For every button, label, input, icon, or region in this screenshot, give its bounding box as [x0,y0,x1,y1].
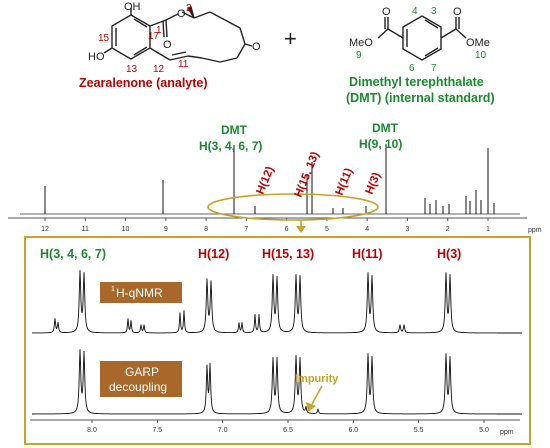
top-axis-tick-label: 4 [365,226,369,233]
label-dmt-aromatic-title: DMT [221,123,248,137]
dmt-num-3: 3 [431,6,437,17]
top-axis-tick-label: 12 [41,226,49,233]
top-axis-tick-label: 5 [325,226,329,233]
zoom-panel-frame [24,236,531,445]
zoom-region-highlight [207,193,379,221]
num-13: 13 [126,64,138,75]
dmt-num-10: 10 [475,50,487,61]
zoom-axis-tick-label: 5.0 [479,427,489,434]
impurity-arrow-icon [306,402,316,412]
num-12: 12 [153,64,165,75]
label-h11-rot: H(11) [334,166,356,197]
dmt-num-7: 7 [431,63,437,74]
num-15: 15 [98,33,110,44]
label-h3-rot: H(3) [364,171,384,196]
zoom-axis-ticks: 8.0 7.5 7.0 6.5 6.0 5.5 5.0 [87,420,489,434]
zoom-axis-unit: ppm [500,429,514,436]
dmt-numbers: 4 3 6 7 9 10 [356,6,487,74]
dmt-structure [377,15,467,61]
top-axis-tick-label: 2 [446,226,450,233]
num-17: 17 [148,31,160,42]
top-axis-tick-label: 9 [164,226,168,233]
zearalenone-atoms: OH HO O O O [88,1,261,63]
label-h12-rot: H(12) [255,165,277,196]
zoom-label-dmt: H(3, 4, 6, 7) [40,247,106,261]
atom-o-ketone: O [252,41,261,53]
spectrum-qnmr [32,270,522,334]
top-axis-tick-label: 3 [406,226,410,233]
top-axis-unit: ppm [528,227,542,234]
spectrum-garp [32,349,522,415]
dmt-name-line1: Dimethyl terephthalate [349,75,484,89]
atom-o-ring: O [177,8,186,20]
dmt-atoms: O O MeO OMe [349,6,490,49]
dmt-num-9: 9 [356,50,362,61]
zoom-label-h11: H(11) [352,247,383,261]
top-axis-tick-label: 6 [285,226,289,233]
zoom-axis-tick-label: 5.5 [414,427,424,434]
plus-sign: + [284,26,297,51]
qnmr-method-box [100,282,182,303]
top-spectrum: 12 11 10 9 8 7 6 5 4 3 2 1 ppm [8,121,542,234]
num-1: 1 [156,25,162,36]
garp-line1: GARP [125,365,159,379]
zoom-label-h15-13: H(15, 13) [262,247,314,261]
num-2: 2 [186,3,192,14]
label-dmt-methyl-sub: H(9, 10) [359,137,402,151]
top-axis-tick-label: 8 [204,226,208,233]
atom-oh: OH [124,1,141,13]
zoom-axis-tick-label: 7.5 [152,427,162,434]
dmt-meo: MeO [349,37,373,49]
atom-o-carbonyl: O [163,39,172,51]
zoom-axis-tick-label: 7.0 [218,427,228,434]
qnmr-superscript: 1 [111,286,115,293]
top-axis-ticks: 12 11 10 9 8 7 6 5 4 3 2 1 [41,218,490,233]
dmt-name-line2: (DMT) (internal standard) [346,91,495,105]
dmt-o-left: O [382,6,391,18]
zoom-arrow-icon [296,226,306,233]
top-axis-tick-label: 7 [244,226,248,233]
zearalenone-name: Zearalenone (analyte) [79,76,208,90]
label-dmt-methyl-title: DMT [372,121,399,135]
qnmr-label: H-qNMR [116,286,163,300]
dmt-num-4: 4 [412,6,418,17]
dmt-num-6: 6 [409,63,415,74]
impurity-label: Impurity [295,373,339,385]
zoom-label-h3: H(3) [437,247,461,261]
garp-method-box [100,361,182,397]
zearalenone-structure [103,6,253,63]
label-dmt-aromatic-sub: H(3, 4, 6, 7) [199,139,262,153]
num-11: 11 [178,59,189,70]
top-axis-tick-label: 11 [82,226,89,233]
dmt-o-right: O [453,6,462,18]
zoom-label-h12: H(12) [198,247,229,261]
dmt-ome: OMe [466,37,490,49]
zoom-axis-tick-label: 6.0 [348,427,358,434]
atom-ho: HO [88,51,105,63]
zoom-axis-tick-label: 6.5 [283,427,293,434]
top-axis-tick-label: 10 [122,226,130,233]
zoom-labels: H(3, 4, 6, 7) [40,247,106,261]
zoom-axis-tick-label: 8.0 [87,427,97,434]
zearalenone-numbers: 2 1 15 17 13 12 11 [98,3,192,75]
garp-line2: decoupling [109,380,167,394]
top-axis-tick-label: 1 [486,226,490,233]
